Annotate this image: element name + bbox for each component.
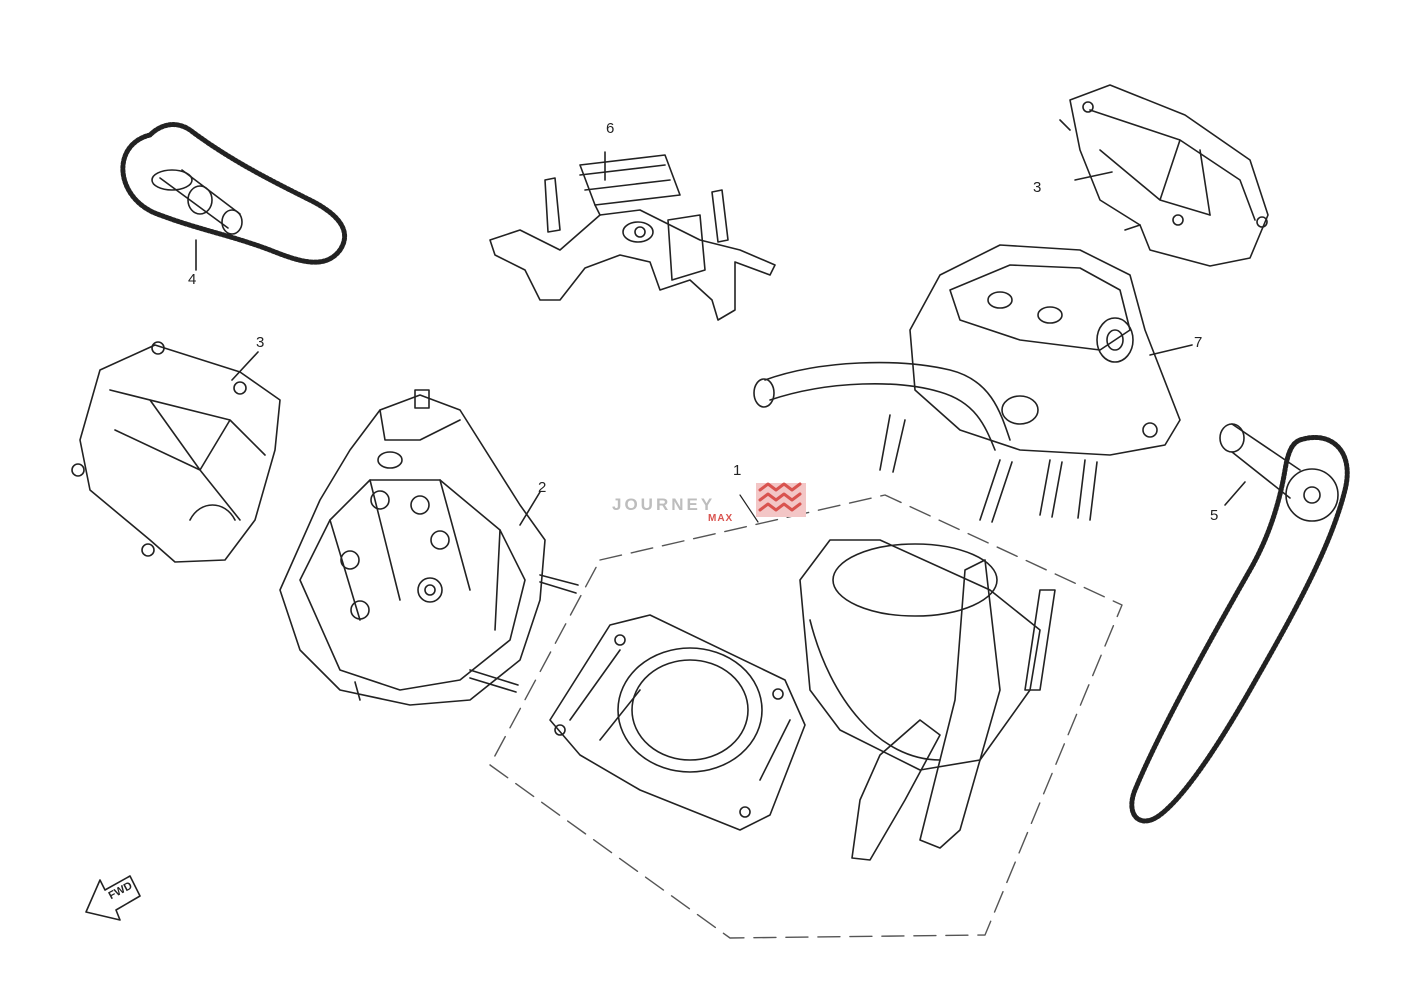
watermark-subtext: MAX <box>708 513 734 524</box>
callout-5: 5 <box>1210 507 1219 524</box>
cylinder-head-front <box>279 389 579 706</box>
callout-1: 1 <box>733 462 742 479</box>
intake-manifold <box>489 151 776 321</box>
watermark-text: JOURNEY <box>612 495 716 514</box>
valve-cover-right <box>1059 84 1269 267</box>
camshaft-chain-right <box>1129 423 1350 824</box>
cylinder-head-rear <box>753 244 1193 523</box>
callout-3-left: 3 <box>256 334 265 351</box>
callout-2: 2 <box>538 479 547 496</box>
callout-4: 4 <box>188 271 197 288</box>
callout-7: 7 <box>1194 334 1203 351</box>
camshaft-chain-left <box>120 122 348 271</box>
watermark-logo <box>756 482 806 517</box>
cylinder-block-group <box>489 494 1123 939</box>
valve-cover-left <box>71 341 281 563</box>
forward-arrow-icon <box>85 875 141 921</box>
callout-3-right: 3 <box>1033 179 1042 196</box>
callout-6: 6 <box>606 120 615 137</box>
